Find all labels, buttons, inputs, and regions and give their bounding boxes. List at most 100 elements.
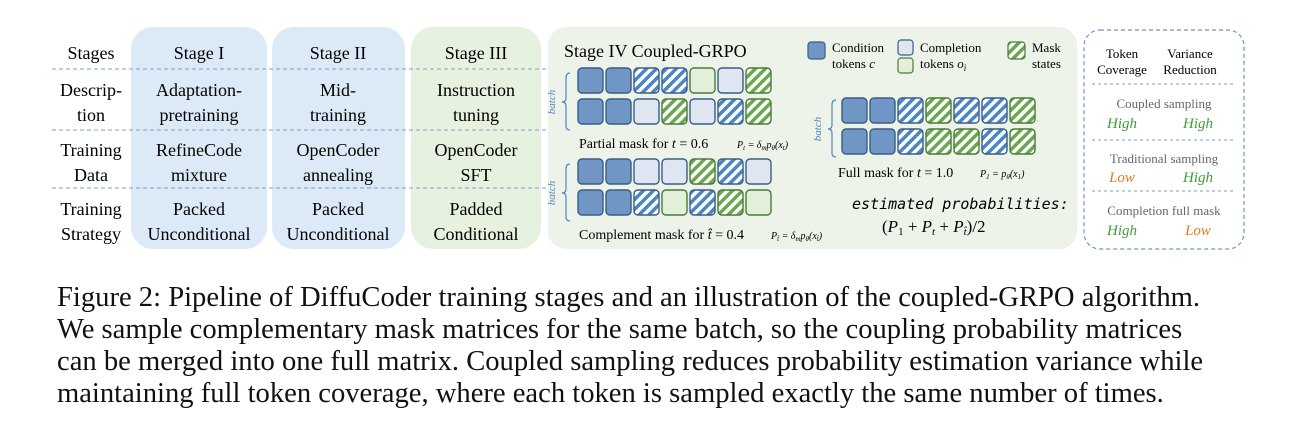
stage2-strategy-2: Unconditional (287, 224, 390, 244)
condition-token (577, 67, 604, 94)
mask-token (925, 128, 952, 155)
condition-token (605, 98, 632, 125)
mask-state-icon (1007, 41, 1026, 60)
full-caption: Full mask for t = 1.0 (838, 166, 953, 181)
header-variance: Variance (1167, 46, 1213, 61)
batch-label-full: batch (812, 116, 824, 141)
traditional-coverage: Low (1108, 170, 1135, 186)
mask-token (661, 67, 688, 94)
complement-mask-grid (577, 158, 772, 216)
stage2-data: OpenCoder (297, 140, 380, 160)
mask-token (981, 97, 1008, 124)
stage3-name: Stage III (445, 43, 507, 63)
mask-token (717, 158, 744, 185)
row-label-data: Training (60, 140, 121, 160)
method-traditional: Traditional sampling (1110, 151, 1219, 166)
partial-caption: Partial mask for t = 0.6 (579, 137, 708, 152)
stage1-data: RefineCode (156, 140, 242, 160)
mask-token (897, 128, 924, 155)
method-full-mask: Completion full mask (1107, 203, 1221, 218)
mask-token (661, 98, 688, 125)
row-label-stages: Stages (68, 43, 115, 63)
completion-token-icon (897, 39, 914, 56)
fullmask-variance: Low (1184, 223, 1211, 239)
batch-label-complement: batch (546, 180, 558, 205)
legend-mask-2: states (1032, 56, 1061, 71)
mask-token (689, 158, 716, 185)
partial-mask-grid (577, 67, 772, 125)
traditional-variance: High (1182, 170, 1213, 186)
stage4-title: Stage IV Coupled-GRPO (564, 41, 747, 61)
stage1-desc-2: pretraining (160, 105, 239, 125)
stage1-desc: Adaptation- (156, 80, 242, 100)
complement-caption: Complement mask for t̂ = 0.4 (579, 228, 744, 243)
fullmask-coverage: High (1106, 223, 1137, 239)
legend-mask: Mask (1032, 40, 1061, 55)
stage1-strategy: Packed (173, 199, 225, 219)
condition-token (577, 158, 604, 185)
mask-token (1009, 128, 1036, 155)
complement-formula: Pt̂ = δmpθ(xt̂) (770, 231, 823, 243)
stage1-strategy-2: Unconditional (148, 224, 251, 244)
completion-token (689, 67, 716, 94)
mask-token (925, 97, 952, 124)
mask-token (633, 189, 660, 216)
stage2-data-2: annealing (303, 165, 373, 185)
completion-token (661, 189, 688, 216)
completion-token (633, 98, 660, 125)
completion-token (689, 98, 716, 125)
mask-token (745, 98, 772, 125)
row-label-description-2: tion (77, 105, 105, 125)
completion-token (745, 189, 772, 216)
partial-formula: Pt = δmpθ(xt) (736, 140, 789, 152)
mask-token (717, 189, 744, 216)
coupled-coverage: High (1106, 116, 1137, 132)
mask-token (633, 67, 660, 94)
legend-condition: Condition (832, 40, 885, 55)
mask-token (1009, 97, 1036, 124)
legend-completion-2: tokens oi (920, 56, 967, 73)
caption-line: Figure 2: Pipeline of DiffuCoder trainin… (57, 282, 1201, 313)
condition-token (605, 189, 632, 216)
batch-brace-full (827, 99, 837, 158)
row-label-description: Descrip- (60, 80, 122, 100)
caption-line: maintaining full token coverage, where e… (57, 378, 1164, 409)
completion-token (717, 67, 744, 94)
stage1-panel (131, 27, 267, 249)
condition-token (869, 128, 896, 155)
completion-token-icon-2 (897, 57, 914, 74)
completion-token (633, 158, 660, 185)
caption-line: We sample complementary mask matrices fo… (57, 314, 1183, 345)
condition-token (605, 158, 632, 185)
full-mask-grid (841, 97, 1036, 155)
header-variance-2: Reduction (1163, 62, 1217, 77)
condition-token (577, 189, 604, 216)
stage2-strategy: Packed (312, 199, 364, 219)
header-coverage: Token (1106, 46, 1139, 61)
batch-brace-partial (561, 72, 571, 131)
condition-token (841, 97, 868, 124)
completion-token (661, 158, 688, 185)
condition-token-icon (807, 41, 826, 60)
estimated-formula: (P1 + Pt + Pt̂)/2 (882, 217, 986, 238)
pipeline-figure: Stages Descrip- tion Training Data Train… (52, 27, 1245, 250)
figure-caption: Figure 2: Pipeline of DiffuCoder trainin… (57, 282, 1252, 410)
mask-token (717, 98, 744, 125)
row-label-strategy-2: Strategy (61, 224, 121, 244)
completion-token (745, 158, 772, 185)
condition-token (869, 97, 896, 124)
mask-token (897, 97, 924, 124)
mask-token (745, 67, 772, 94)
stage3-desc: Instruction (437, 80, 515, 100)
caption-line: can be merged into one full matrix. Coup… (57, 346, 1204, 377)
full-formula: P1 = pθ(x1) (979, 169, 1025, 181)
stage3-data-2: SFT (460, 165, 491, 185)
method-coupled: Coupled sampling (1117, 96, 1212, 111)
legend-completion: Completion (920, 40, 982, 55)
condition-token (605, 67, 632, 94)
condition-token (577, 98, 604, 125)
stage3-desc-2: tuning (453, 105, 499, 125)
batch-label-partial: batch (546, 89, 558, 114)
coupled-variance: High (1182, 116, 1213, 132)
row-label-data-2: Data (74, 165, 108, 185)
